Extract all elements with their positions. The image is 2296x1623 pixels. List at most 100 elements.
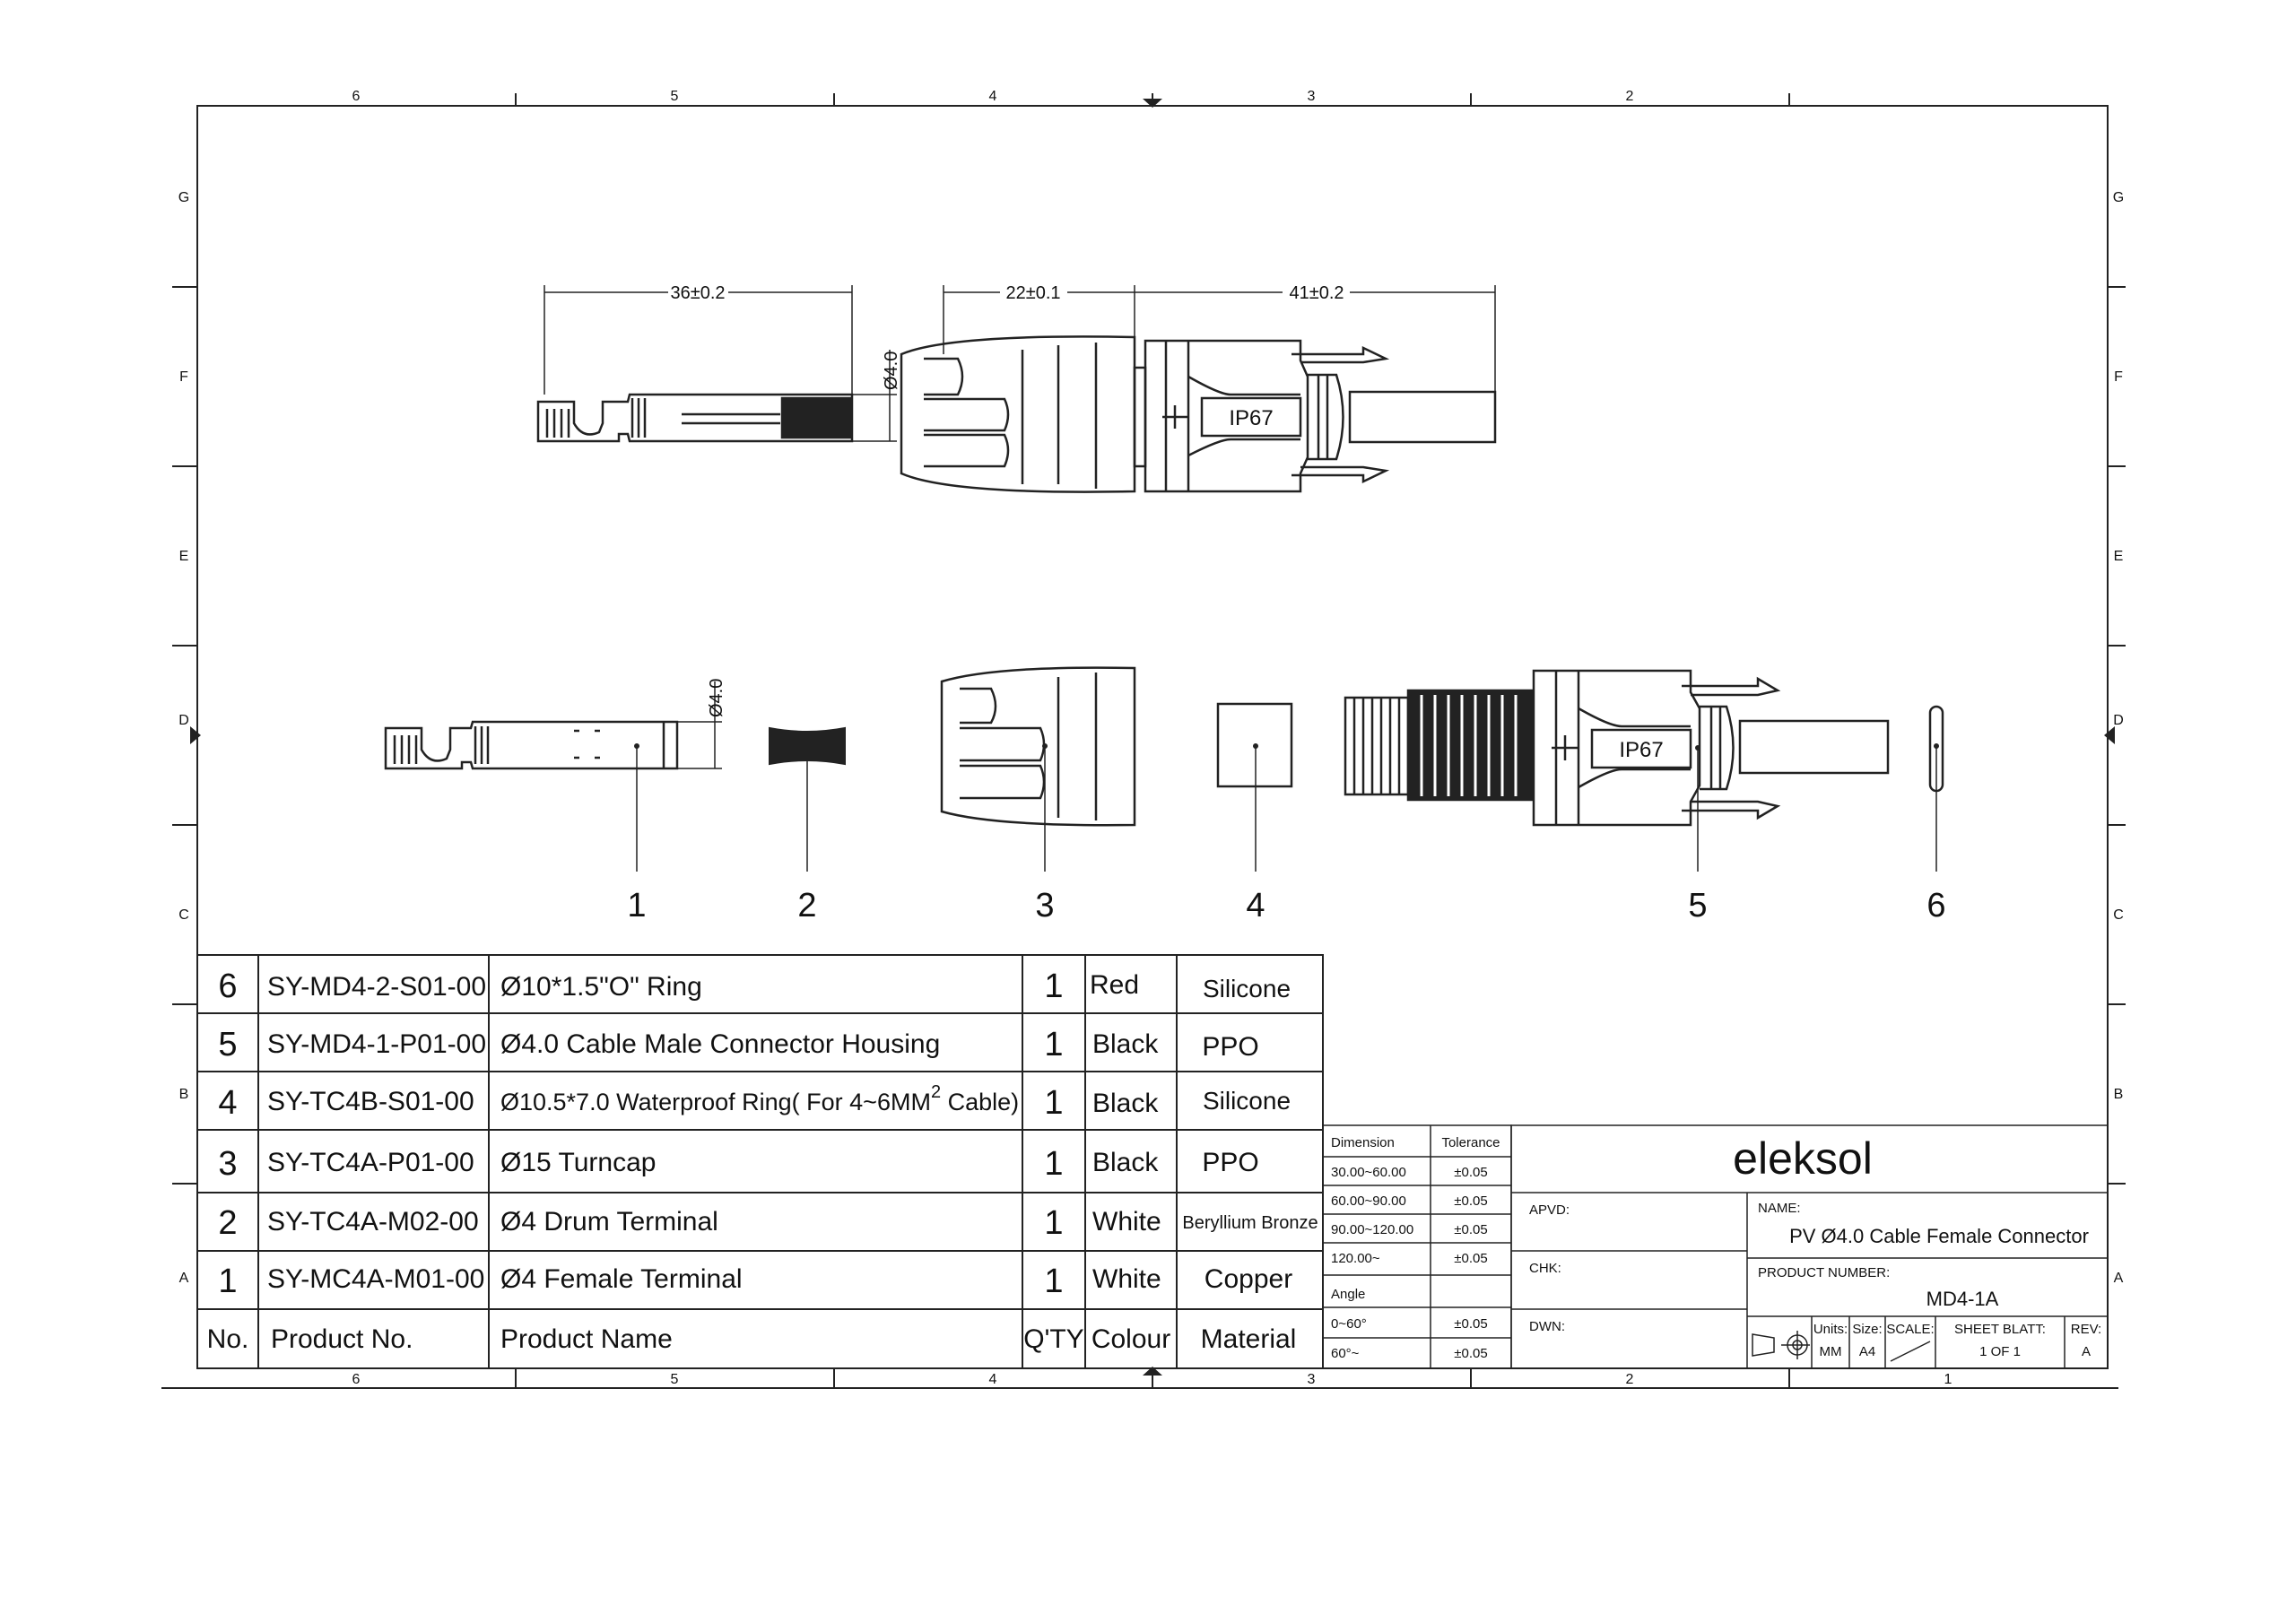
tolerance-value: ±0.05 [1454, 1316, 1487, 1332]
housing-thread-stripes [1420, 695, 1518, 796]
callout-2: 2 [797, 887, 816, 924]
tolerance-dimension: 30.00~60.00 [1331, 1165, 1406, 1180]
table-row: 3 SY-TC4A-P01-00 Ø15 Turncap 1 Black PPO [218, 1145, 1258, 1183]
table-row: Angle [1331, 1287, 1365, 1302]
turncap-length-dimension: 22±0.1 [1005, 283, 1060, 303]
terminal-diameter-dimension: Ø4.0 [882, 352, 901, 390]
name-label: NAME: [1758, 1201, 1801, 1216]
bom-product-no: SY-TC4A-M02-00 [267, 1207, 479, 1237]
bom-material: Copper [1205, 1264, 1292, 1294]
zone-row-label: E [179, 549, 189, 564]
units-value: MM [1820, 1344, 1842, 1359]
zone-row-label: E [2114, 549, 2124, 564]
zone-col-label: 4 [989, 89, 997, 104]
bom-material: PPO [1202, 1148, 1258, 1177]
tolerance-dimension: 120.00~ [1331, 1251, 1380, 1266]
zone-row-label: G [178, 190, 189, 205]
bom-material: Silicone [1203, 1087, 1291, 1115]
tolerance-dimension: 60.00~90.00 [1331, 1193, 1406, 1209]
company-logo: eleksol [1733, 1133, 1873, 1184]
product-number-label: PRODUCT NUMBER: [1758, 1265, 1890, 1280]
bom-no: 4 [218, 1084, 237, 1122]
callout-6: 6 [1926, 887, 1945, 924]
tolerance-value: ±0.05 [1454, 1251, 1487, 1266]
table-row: 30.00~60.00 ±0.05 [1331, 1165, 1488, 1180]
part-2-drum-terminal [769, 726, 846, 872]
table-row: 120.00~ ±0.05 [1331, 1251, 1488, 1266]
zone-col-label: 4 [989, 1372, 997, 1387]
product-number-value: MD4-1A [1926, 1288, 1999, 1310]
bom-product-name-main: Ø10.5*7.0 Waterproof Ring( For 4~6MM [500, 1089, 931, 1115]
projection-symbol [1752, 1331, 1810, 1359]
bom-colour: Black [1092, 1029, 1159, 1059]
zone-row-label: D [2113, 713, 2124, 728]
bom-material: Beryllium Bronze [1182, 1213, 1318, 1233]
callout-4: 4 [1246, 887, 1265, 924]
bom-colour: Black [1092, 1148, 1159, 1177]
housing-marking: IP67 [1229, 406, 1273, 430]
bom-header-material: Material [1201, 1324, 1297, 1354]
product-name-value: PV Ø4.0 Cable Female Connector [1789, 1225, 2089, 1247]
terminal-assembled-view [536, 285, 897, 443]
bom-product-name: Ø4 Female Terminal [500, 1264, 743, 1294]
zone-col-label: 5 [671, 1372, 679, 1387]
apvd-label: APVD: [1529, 1202, 1570, 1218]
zone-row-label: C [2113, 907, 2124, 923]
zone-col-label: 6 [352, 89, 361, 104]
housing-length-dimension: 41±0.2 [1289, 283, 1344, 303]
bom-no: 6 [218, 968, 237, 1005]
table-row: 0~60° ±0.05 [1331, 1316, 1488, 1332]
table-row: 90.00~120.00 ±0.05 [1331, 1222, 1488, 1237]
bom-product-name-tail: Cable) [941, 1089, 1019, 1115]
bom-header-qty: Q'TY [1023, 1324, 1083, 1354]
bom-qty: 1 [1044, 1026, 1063, 1063]
rev-value: A [2082, 1344, 2091, 1359]
bom-product-no: SY-MC4A-M01-00 [267, 1264, 484, 1294]
table-row: 1 SY-MC4A-M01-00 Ø4 Female Terminal 1 Wh… [218, 1263, 1292, 1300]
tolerance-header-dimension: Dimension [1331, 1135, 1395, 1150]
zone-row-label: A [2114, 1271, 2124, 1286]
zone-row-label: A [179, 1271, 189, 1286]
rev-label: REV: [2071, 1322, 2101, 1337]
bom-product-no: SY-TC4A-P01-00 [267, 1148, 474, 1177]
chk-label: CHK: [1529, 1261, 1561, 1276]
dwn-label: DWN: [1529, 1319, 1565, 1334]
tolerance-table: Dimension Tolerance 30.00~60.00 ±0.05 60… [1331, 1135, 1500, 1361]
bom-qty: 1 [1044, 968, 1063, 1005]
units-label: Units: [1813, 1322, 1848, 1337]
table-row: 2 SY-TC4A-M02-00 Ø4 Drum Terminal 1 Whit… [218, 1204, 1318, 1242]
bom-qty: 1 [1044, 1084, 1063, 1122]
zone-row-label: C [178, 907, 189, 923]
bom-colour: White [1092, 1207, 1161, 1237]
callouts: 1 2 3 4 5 6 [627, 887, 1945, 924]
zone-col-label: 5 [671, 89, 679, 104]
bom-no: 3 [218, 1145, 237, 1183]
bom-product-name: Ø4 Drum Terminal [500, 1207, 718, 1237]
bom-colour: White [1092, 1264, 1161, 1294]
zone-labels: 6 5 4 3 2 6 5 4 3 2 1 G F E D C B A G F … [178, 89, 2124, 1387]
tolerance-dimension: 0~60° [1331, 1316, 1367, 1332]
bom-material: Silicone [1203, 975, 1291, 1002]
zone-row-label: B [2114, 1087, 2124, 1102]
table-row: 5 SY-MD4-1-P01-00 Ø4.0 Cable Male Connec… [218, 1026, 1258, 1063]
table-row: 60°~ ±0.05 [1331, 1346, 1488, 1361]
zone-row-label: D [178, 713, 189, 728]
bom-qty: 1 [1044, 1263, 1063, 1300]
table-row: 60.00~90.00 ±0.05 [1331, 1193, 1488, 1209]
center-arrows [190, 99, 2115, 1376]
zone-col-label: 3 [1308, 89, 1316, 104]
bom-material: PPO [1202, 1032, 1258, 1062]
bom-header-no: No. [207, 1324, 249, 1354]
bom-qty: 1 [1044, 1145, 1063, 1183]
zone-col-label: 6 [352, 1372, 361, 1387]
bom-no: 5 [218, 1026, 237, 1063]
bom-header-product-no: Product No. [271, 1324, 413, 1354]
bom-qty: 1 [1044, 1204, 1063, 1242]
part-5-connector-housing [1344, 669, 1890, 872]
callout-1: 1 [627, 887, 646, 924]
tolerance-dimension: 60°~ [1331, 1346, 1360, 1361]
tolerance-value: ±0.05 [1454, 1165, 1487, 1180]
zone-row-label: F [179, 369, 188, 385]
bom-product-no: SY-MD4-1-P01-00 [267, 1029, 486, 1059]
